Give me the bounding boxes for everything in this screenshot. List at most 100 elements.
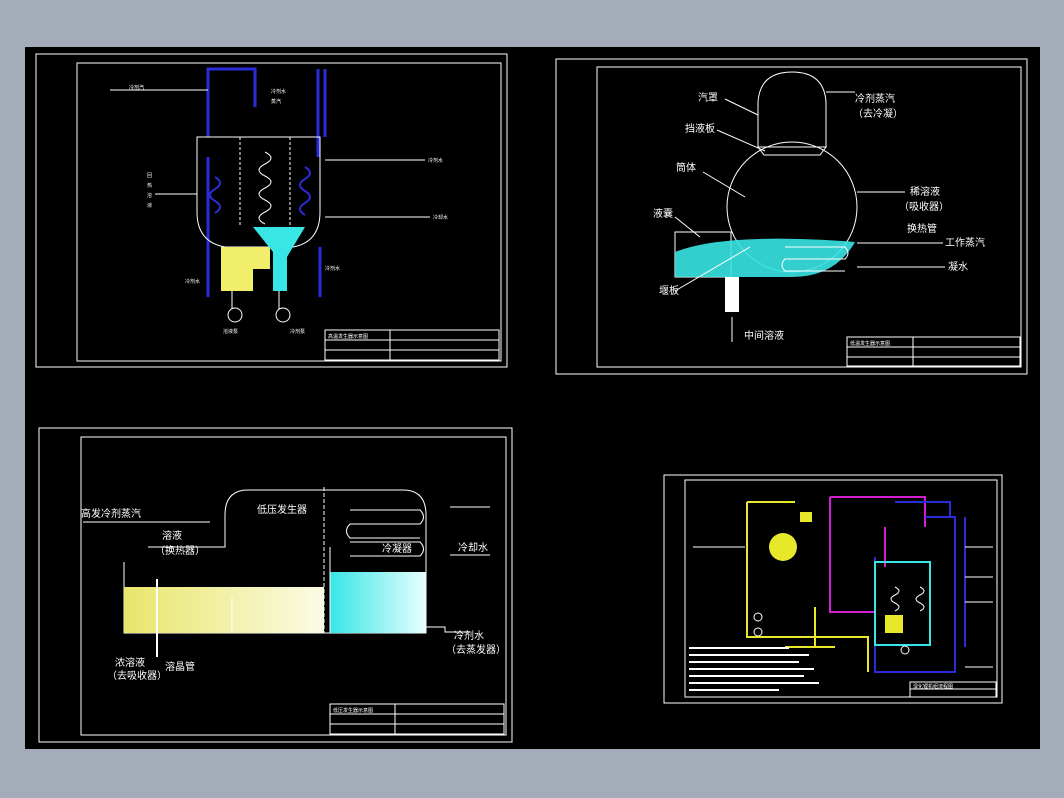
- sheet1-label-left-1: 回: [147, 173, 152, 179]
- sheet2-outer-border: [555, 58, 1028, 375]
- sheet3-label-cooling-out: 冷剂水: [454, 629, 484, 642]
- sheet3-label-solution: 溶液: [162, 529, 182, 542]
- sheet2-label-refrigerant-vapor: 冷剂蒸汽: [855, 92, 895, 105]
- sheet2-leader-sump: [674, 216, 701, 238]
- sheet4-note-line-4: [689, 668, 814, 670]
- sheet2-label-intermediate: 中间溶液: [744, 329, 784, 342]
- sheet2-label-sump: 液囊: [653, 207, 673, 220]
- sheet4-yellow-drum-icon: [769, 533, 797, 561]
- sheet4-pump-3-icon: [900, 645, 910, 655]
- sheet1-pump-right-icon: [275, 307, 291, 323]
- sheet-high-temp-generator: 冷剂汽 冷剂水 蒸汽 冷剂水 冷却水 回 热 溶 液 冷剂水 冷剂水 溶液泵 冷…: [35, 53, 508, 368]
- sheet2-label-working-steam: 工作蒸汽: [945, 236, 985, 249]
- sheet-low-temp-generator: 汽罩 挡液板 筒体 液囊 堰板 冷剂蒸汽 （去冷凝） 稀溶液 （吸收器） 换热管…: [555, 58, 1028, 375]
- sheet2-leader-baffle: [716, 129, 766, 152]
- sheet2-leader-weir: [674, 246, 751, 292]
- sheet3-title-block: 低压发生器示意图: [329, 703, 505, 735]
- sheet3-label-lp-gen: 低压发生器: [257, 503, 307, 516]
- sheet1-label-left-3: 溶: [147, 192, 152, 199]
- sheet4-title-block-name: 溴化锂机组流程图: [913, 683, 953, 690]
- sheet3-vessel-outline: [123, 489, 427, 634]
- sheet4-inner-border: [684, 479, 998, 698]
- sheet4-yellow-box: [800, 512, 812, 522]
- sheet-flow-chart: 溴化锂机组流程图: [663, 474, 1003, 704]
- sheet4-note-line-5: [689, 675, 804, 677]
- sheet3-label-condenser: 冷凝器: [382, 542, 412, 555]
- sheet1-coil-center: [258, 151, 272, 225]
- sheet1-label-bottom-left: 冷剂水: [185, 278, 200, 285]
- sheet1-label-top-left: 冷剂汽: [129, 84, 144, 91]
- sheet1-label-top-mid-1: 冷剂水: [271, 88, 286, 95]
- sheet3-condenser-coil-2: [350, 541, 424, 557]
- sheet4-note-line-6: [689, 682, 819, 684]
- sheet3-label-to-evap: （去蒸发器）: [446, 643, 506, 656]
- sheet3-drain-pipe: [426, 626, 470, 633]
- sheet4-note-line-1: [689, 647, 789, 649]
- sheet1-label-right-1: 冷剂水: [428, 157, 443, 164]
- sheet4-note-line-7: [689, 689, 779, 691]
- sheet2-label-tube: 换热管: [907, 222, 937, 235]
- sheet2-outlet-pipe: [725, 277, 739, 312]
- sheet3-outer-border: [38, 427, 513, 743]
- sheet1-coil-left: [209, 176, 221, 214]
- sheet3-title-block-frame: [329, 703, 505, 735]
- sheet3-label-hx: （换热器）: [155, 544, 205, 557]
- sheet2-baffle: [757, 146, 827, 156]
- sheet4-magenta-pipes: [829, 496, 926, 613]
- sheet4-outer-border: [663, 474, 1003, 704]
- sheet1-title-block-name: 高温发生器示意图: [328, 333, 368, 340]
- sheet1-label-bottom-right: 冷剂水: [325, 265, 340, 272]
- sheet3-label-conc: 浓溶液: [115, 656, 145, 669]
- sheet2-label-dilute: 稀溶液: [910, 185, 940, 198]
- sheet2-leader-dome: [724, 98, 759, 116]
- sheet1-outer-border: [35, 53, 508, 368]
- sheet1-blue-pipes: [206, 67, 327, 297]
- sheet4-yellow-pipes: [746, 501, 869, 672]
- sheet3-yellow-liquid: [124, 587, 324, 633]
- sheet1-label-pump-left: 溶液泵: [223, 328, 238, 335]
- sheet2-label-shell: 筒体: [676, 161, 696, 174]
- sheet4-yellow-block: [885, 615, 903, 633]
- sheet3-condenser-coil: [346, 509, 424, 539]
- sheet4-coil-2: [915, 586, 925, 612]
- sheet2-label-dome: 汽罩: [698, 91, 718, 104]
- sheet1-label-left-4: 液: [147, 202, 152, 209]
- sheet2-label-from-absorber: （吸收器）: [899, 200, 949, 213]
- sheet1-pump-left-icon: [227, 307, 243, 323]
- sheet2-title-block-frame: [846, 336, 1021, 367]
- sheet1-yellow-liquid: [221, 247, 270, 291]
- sheet2-title-block: 低温发生器示意图: [846, 336, 1021, 367]
- sheet4-notes: [689, 647, 819, 691]
- sheet4-pump-2-icon: [753, 627, 763, 637]
- sheet2-label-baffle: 挡液板: [685, 122, 715, 135]
- sheet4-note-line-3: [689, 661, 799, 663]
- sheet1-label-pump-right: 冷剂泵: [290, 328, 305, 335]
- sheet2-label-weir: 堰板: [659, 284, 679, 297]
- sheet4-note-line-2: [689, 654, 809, 656]
- sheet3-label-crystal-pipe: 溶晶管: [165, 660, 195, 673]
- sheet-low-pressure-generator: 高发冷剂蒸汽 溶液 （换热器） 低压发生器 冷凝器 冷却水 冷剂水 （去蒸发器）…: [38, 427, 513, 743]
- sheet1-cyan-liquid: [253, 227, 305, 291]
- cad-drawing: 冷剂汽 冷剂水 蒸汽 冷剂水 冷却水 回 热 溶 液 冷剂水 冷剂水 溶液泵 冷…: [35, 53, 1028, 743]
- sheet1-top-pipe: [230, 67, 257, 107]
- sheet4-title-block: 溴化锂机组流程图: [909, 681, 997, 698]
- sheet3-label-hp-vapor: 高发冷剂蒸汽: [81, 507, 141, 520]
- sheet1-label-right-2: 冷却水: [433, 214, 448, 221]
- sheet3-label-to-absorber: （去吸收器）: [107, 669, 167, 682]
- sheet1-label-top-mid-2: 蒸汽: [271, 98, 281, 105]
- sheet4-coil: [890, 586, 900, 612]
- sheet3-label-cooling-in: 冷却水: [458, 541, 488, 554]
- sheet2-label-to-condenser: （去冷凝）: [853, 107, 903, 120]
- sheet3-cyan-liquid: [330, 572, 426, 633]
- drawing-canvas: 冷剂汽 冷剂水 蒸汽 冷剂水 冷却水 回 热 溶 液 冷剂水 冷剂水 溶液泵 冷…: [25, 47, 1040, 749]
- sheet4-pump-1-icon: [753, 612, 763, 622]
- sheet2-label-condensate: 凝水: [948, 261, 968, 273]
- sheet1-coil-right: [299, 166, 311, 216]
- sheet1-title-block: 高温发生器示意图: [324, 329, 500, 361]
- sheet1-label-left-2: 热: [147, 182, 152, 189]
- sheet1-inner-border: [76, 62, 502, 362]
- sheet2-heat-tube: [781, 246, 849, 272]
- sheet2-title-block-name: 低温发生器示意图: [850, 340, 890, 347]
- sheet3-inner-border: [80, 436, 507, 736]
- sheet3-title-block-name: 低压发生器示意图: [333, 707, 373, 714]
